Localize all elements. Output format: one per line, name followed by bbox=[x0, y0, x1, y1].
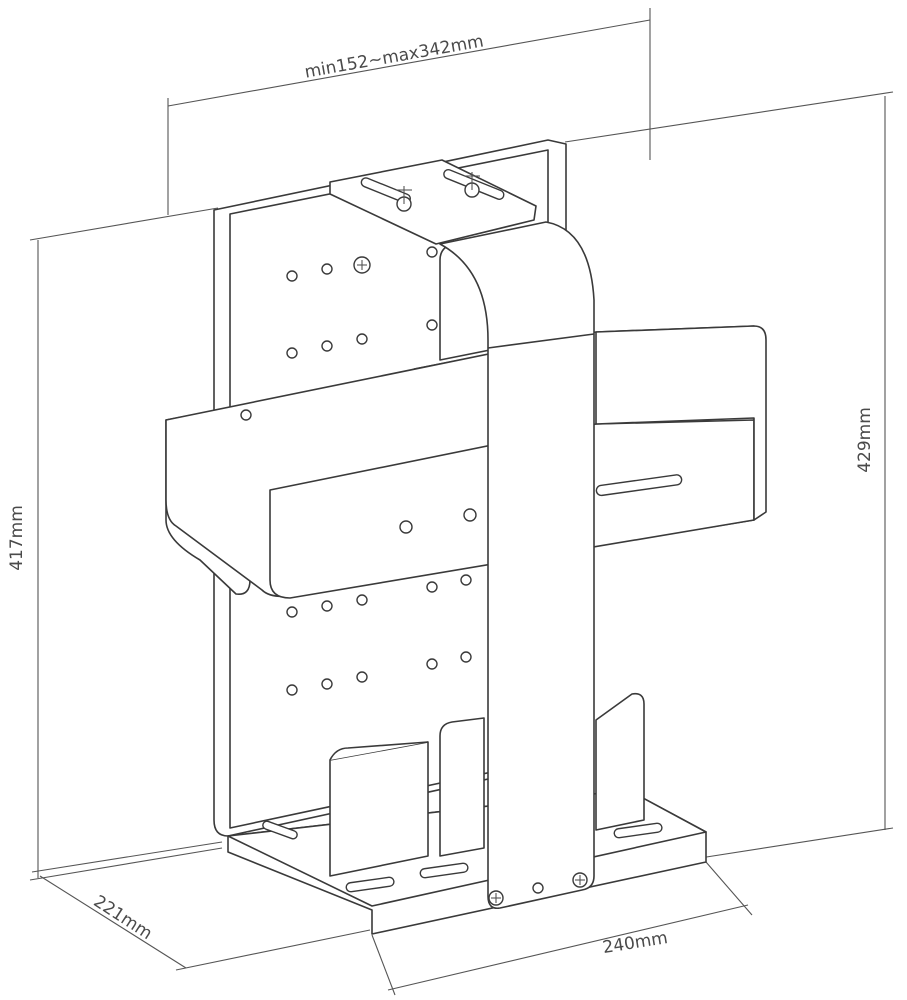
screw-icon bbox=[353, 256, 371, 274]
base-width-dimension-line bbox=[387, 904, 749, 991]
base-extension-left bbox=[371, 934, 396, 996]
right-height-label: 429mm bbox=[855, 407, 875, 473]
base-width-label: 240mm bbox=[601, 928, 669, 958]
left-height-label: 417mm bbox=[7, 505, 27, 571]
strap-screw-icon bbox=[488, 890, 504, 906]
left-height-extension-top bbox=[29, 207, 219, 241]
thumb-screw-icon bbox=[396, 186, 412, 212]
width-dimension-line bbox=[167, 19, 651, 107]
lower-clamp-left bbox=[329, 741, 429, 877]
lower-side-plate bbox=[595, 692, 645, 831]
dimension-lines bbox=[29, 8, 894, 996]
left-height-extension-bottom bbox=[29, 847, 223, 881]
strap-screw-icon bbox=[572, 872, 588, 888]
depth-dimension-line bbox=[39, 875, 187, 969]
depth-label: 221mm bbox=[90, 892, 156, 944]
vertical-strap bbox=[439, 221, 595, 910]
upper-bracket-plate bbox=[329, 159, 537, 258]
width-range-label: min152~max342mm bbox=[303, 31, 485, 82]
right-height-extension-bottom bbox=[699, 827, 894, 859]
lower-clamp-right bbox=[439, 717, 485, 857]
depth-extension-back bbox=[31, 841, 223, 873]
depth-extension-front bbox=[175, 929, 371, 971]
cpu-holder bbox=[165, 139, 767, 935]
thumb-screw-icon bbox=[464, 172, 480, 198]
right-height-extension-top bbox=[564, 91, 894, 143]
base-extension-right bbox=[705, 861, 753, 916]
